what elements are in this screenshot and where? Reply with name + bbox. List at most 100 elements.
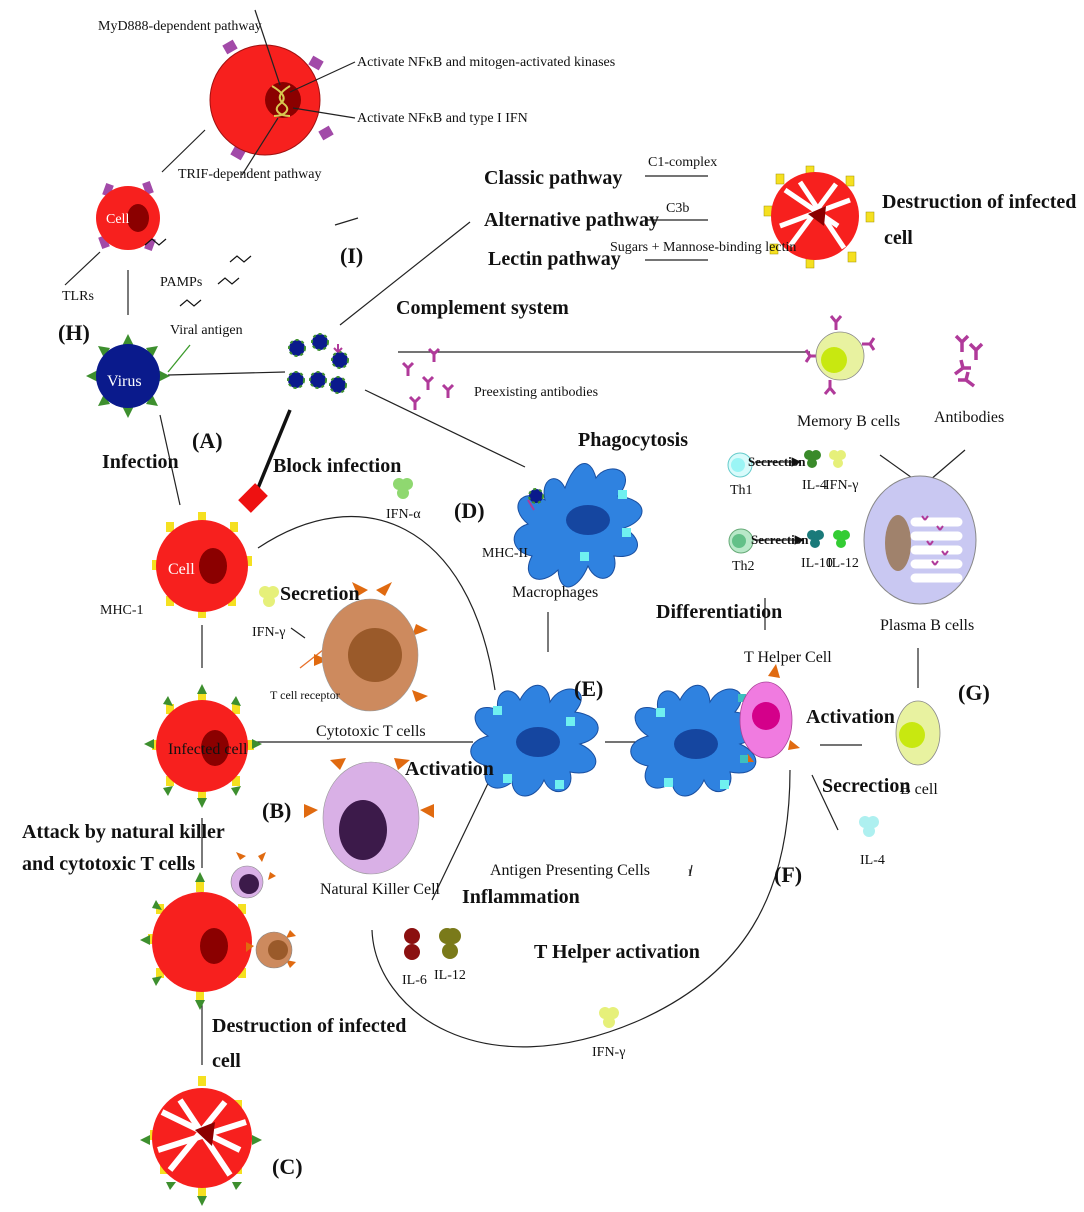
label-activate-nfkb-mapk: Activate NFκB and mitogen-activated kina… [357, 55, 615, 70]
panel-e: (E) [574, 676, 603, 701]
label-destruction-top-1: Destruction of infected [882, 191, 1076, 213]
label-ifn-alpha: IFN-α [386, 507, 421, 522]
label-cytotoxic: Cytotoxic T cells [316, 723, 426, 740]
label-activation-right: Activation [806, 706, 895, 728]
plasma-b-cell [863, 475, 977, 605]
th2-cell [728, 528, 754, 554]
label-nk: Natural Killer Cell [320, 881, 441, 898]
label-trif: TRIF-dependent pathway [178, 167, 321, 182]
text-labels: MyD888-dependent pathway Activate NFκB a… [22, 19, 1076, 1072]
label-plasma-b: Plasma B cells [880, 617, 974, 634]
label-attack-1: Attack by natural killer [22, 821, 225, 843]
label-ifn-gamma-bottom: IFN-γ [592, 1045, 625, 1060]
connector-lines [64, 129, 966, 1065]
label-il4-th1: IL-4 [802, 478, 827, 493]
label-destruction-bottom-2: cell [212, 1050, 241, 1072]
label-differentiation: Differentiation [656, 601, 782, 623]
panel-h: (H) [58, 320, 90, 345]
label-ifn-gamma-left: IFN-γ [252, 625, 285, 640]
label-infected-cell: Infected cell [168, 741, 248, 758]
natural-killer-cell [304, 758, 434, 875]
t-helper-cell [738, 664, 800, 763]
antigen-presenting-cell-1 [470, 684, 599, 797]
label-tcr: T cell receptor [270, 688, 340, 702]
label-pamps: PAMPs [160, 275, 202, 290]
label-il10: IL-10 [801, 556, 833, 571]
destroyed-cell-bottom [140, 1076, 262, 1206]
label-il12-bottom: IL-12 [434, 968, 466, 983]
panel-i: (I) [340, 243, 363, 268]
label-activate-nfkb-ifn: Activate NFκB and type I IFN [357, 111, 528, 126]
label-block-infection: Block infection [273, 455, 401, 477]
label-viral-antigen: Viral antigen [170, 323, 243, 338]
destroyed-cell-top [763, 165, 875, 269]
panel-g: (G) [958, 680, 990, 705]
label-destruction-top-2: cell [884, 227, 913, 249]
virus [86, 334, 170, 418]
label-ifn-gamma-th1: IFN-γ [825, 478, 858, 493]
label-cell-mhc1: Cell [168, 561, 195, 578]
tlr-signaling-cell [209, 9, 356, 176]
mhc1-cell [152, 512, 252, 618]
label-memory-b: Memory B cells [797, 413, 900, 430]
label-infection: Infection [102, 451, 179, 473]
label-secretion: Secretion [280, 583, 360, 605]
label-il4-b: IL-4 [860, 853, 885, 868]
panel-b: (B) [262, 798, 291, 823]
virus-cluster [287, 333, 349, 394]
label-th2: Th2 [732, 559, 755, 574]
panel-a: (A) [192, 428, 223, 453]
infected-cell [144, 684, 262, 808]
label-c3b: C3b [666, 201, 689, 216]
label-virus: Virus [107, 373, 142, 390]
memory-b-cell [804, 315, 876, 395]
panel-c: (C) [272, 1154, 303, 1179]
label-b-cell: B cell [900, 781, 938, 798]
label-macrophages: Macrophages [512, 584, 598, 601]
label-activation-left: Activation [405, 758, 494, 780]
block-marker [238, 483, 268, 513]
label-preexisting: Preexisting antibodies [474, 385, 598, 400]
label-lectin: Lectin pathway [488, 248, 621, 270]
label-secrection-th1: Secrection [748, 454, 806, 469]
label-cell-small: Cell [106, 212, 129, 227]
label-complement: Complement system [396, 297, 569, 319]
cytotoxic-t-cell [314, 582, 428, 712]
b-cell [895, 700, 941, 766]
th1-cell [727, 452, 753, 478]
label-phagocytosis: Phagocytosis [578, 429, 688, 451]
label-alternative: Alternative pathway [484, 209, 659, 231]
label-sugars: Sugars + Mannose-binding lectin [610, 240, 796, 255]
preexisting-antibodies [401, 347, 455, 410]
label-mhc1: MHC-1 [100, 603, 144, 618]
label-tlrs: TLRs [62, 289, 94, 304]
antibodies-group [953, 334, 984, 388]
label-secrection-th2: Secrection [751, 532, 809, 547]
panel-letters: (A) (B) (C) (D) (E) (F) (G) (H) (I) [58, 243, 990, 1179]
antigen-presenting-cell-2 [630, 684, 759, 797]
panel-d: (D) [454, 498, 485, 523]
label-attack-2: and cytotoxic T cells [22, 853, 195, 875]
panel-f: (F) [774, 862, 802, 887]
label-c1: C1-complex [648, 155, 717, 170]
label-inflammation: Inflammation [462, 886, 580, 908]
label-antibodies: Antibodies [934, 409, 1004, 426]
label-il12-th2: IL-12 [827, 556, 859, 571]
label-destruction-bottom-1: Destruction of infected [212, 1015, 406, 1037]
pamps-symbols [144, 238, 252, 307]
label-t-helper-activation: T Helper activation [534, 941, 700, 963]
label-il6: IL-6 [402, 973, 427, 988]
cytokines [259, 450, 879, 1028]
label-classic: Classic pathway [484, 167, 622, 189]
label-myd88: MyD888-dependent pathway [98, 19, 262, 34]
label-th1: Th1 [730, 483, 753, 498]
macrophage [513, 462, 643, 588]
label-tick: ı [688, 865, 692, 880]
label-apc: Antigen Presenting Cells [490, 862, 650, 879]
label-t-helper: T Helper Cell [744, 649, 832, 666]
label-mhc2: MHC-II [482, 546, 528, 561]
label-secrection-b: Secrection [822, 775, 911, 797]
attacked-cell [140, 852, 296, 1010]
